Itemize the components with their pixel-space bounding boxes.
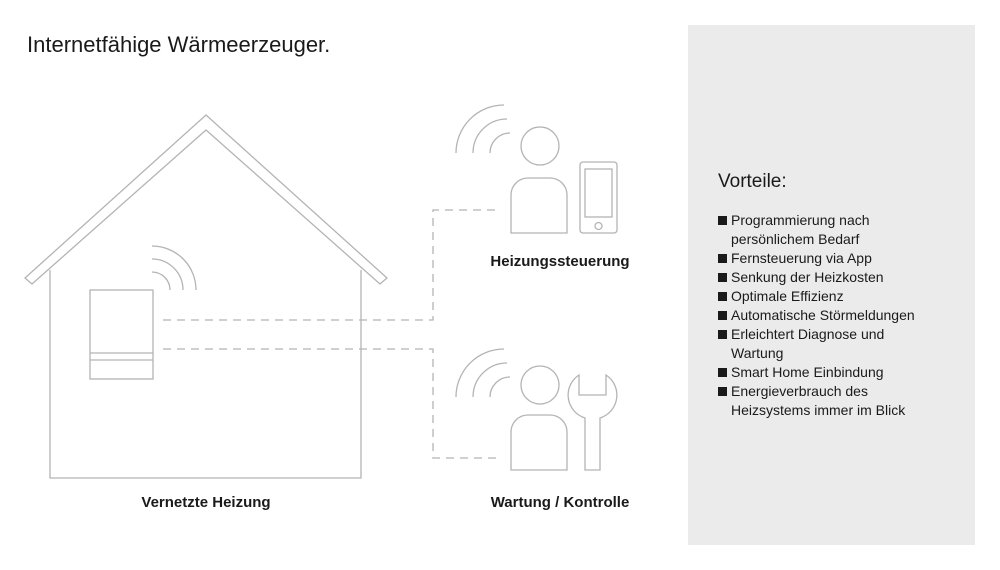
list-item: Fernsteuerung via App — [718, 249, 936, 268]
bullet-icon — [718, 273, 727, 282]
benefits-list: Programmierung nach persönlichem Bedarf … — [718, 211, 936, 420]
bullet-icon — [718, 254, 727, 263]
heater-icon — [89, 289, 154, 380]
bullet-icon — [718, 330, 727, 339]
bullet-icon — [718, 311, 727, 320]
wifi-icon — [455, 104, 511, 154]
list-item: Optimale Effizienz — [718, 287, 936, 306]
list-item: Programmierung nach persönlichem Bedarf — [718, 211, 921, 249]
bullet-icon — [718, 292, 727, 301]
wifi-icon — [151, 245, 197, 291]
benefits-panel: Vorteile: Programmierung nach persönlich… — [688, 25, 975, 545]
bullet-icon — [718, 387, 727, 396]
bullet-icon — [718, 368, 727, 377]
bullet-icon — [718, 216, 727, 225]
list-item: Energieverbrauch des Heizsystems immer i… — [718, 382, 936, 420]
smartphone-icon — [579, 161, 618, 234]
wrench-icon — [567, 373, 618, 471]
wifi-icon — [455, 348, 511, 398]
benefits-title: Vorteile: — [718, 171, 787, 192]
list-item: Automatische Störmeldungen — [718, 306, 936, 325]
list-item: Smart Home Einbindung — [718, 363, 936, 382]
control-label: Heizungssteuerung — [490, 253, 630, 270]
person-icon — [510, 126, 568, 234]
connection-lines — [163, 209, 496, 459]
page-title: Internetfähige Wärmeerzeuger. — [27, 32, 331, 57]
house-icon — [24, 114, 388, 479]
house-label: Vernetzte Heizung — [141, 494, 271, 511]
person-icon — [510, 365, 568, 471]
list-item: Erleichtert Diagnose und Wartung — [718, 325, 921, 363]
service-label: Wartung / Kontrolle — [490, 494, 630, 511]
list-item: Senkung der Heizkosten — [718, 268, 936, 287]
